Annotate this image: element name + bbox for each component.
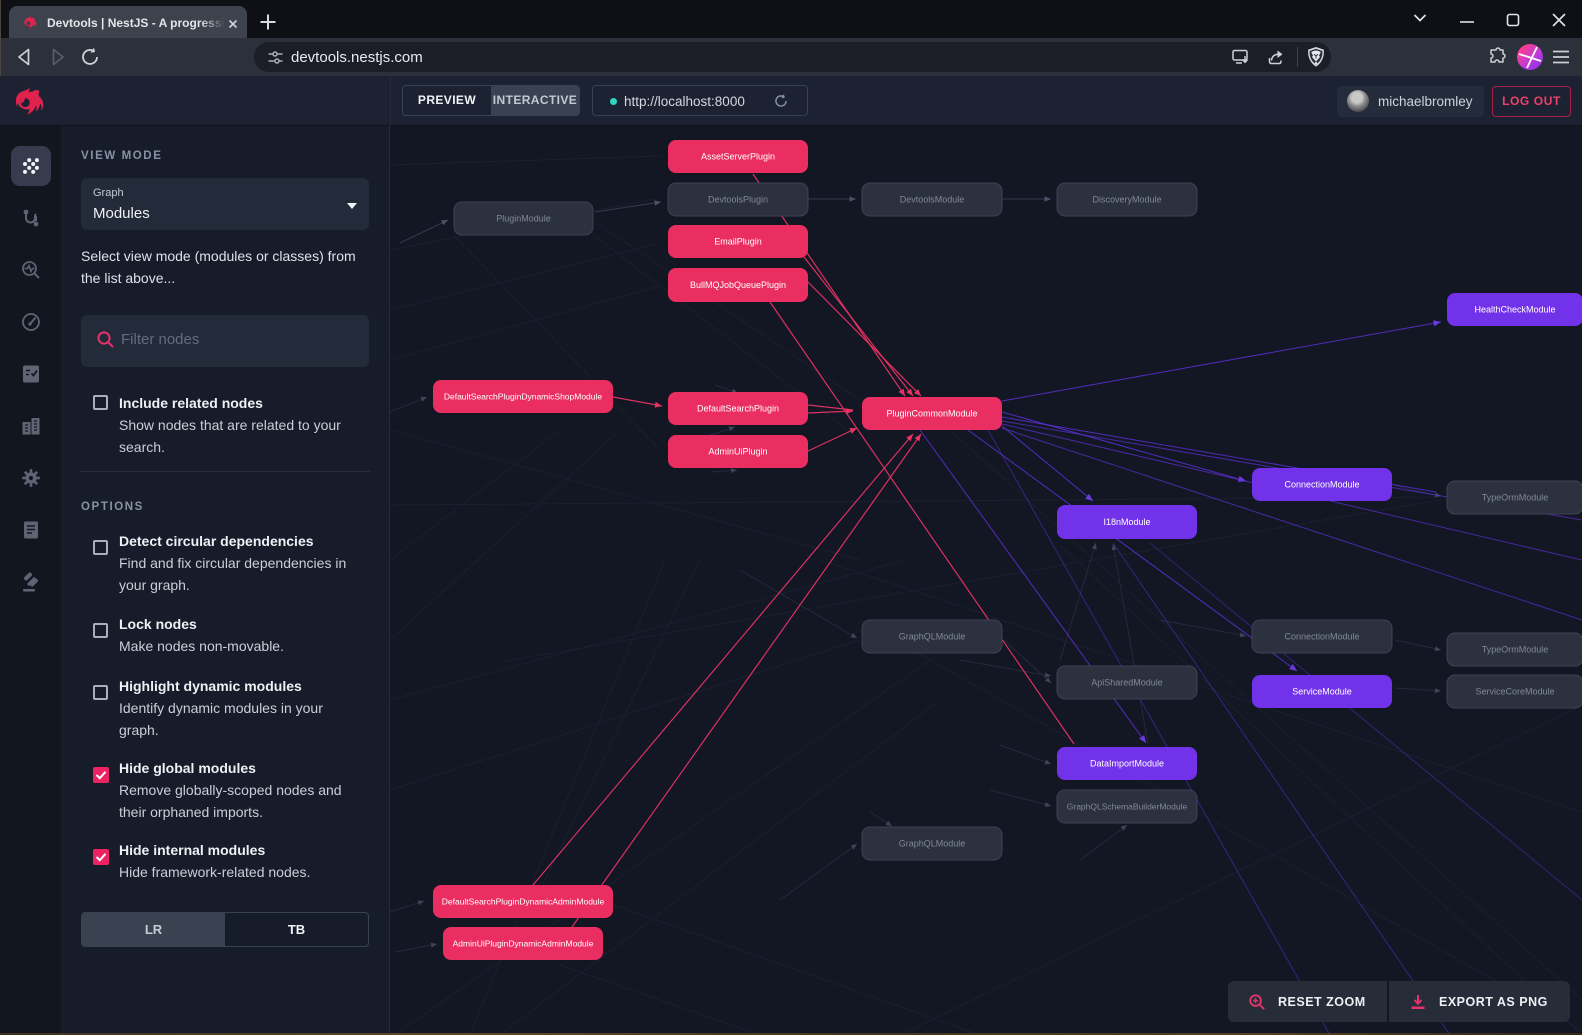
svg-text:ConnectionModule: ConnectionModule xyxy=(1284,480,1359,490)
svg-text:DefaultSearchPluginDynamicShop: DefaultSearchPluginDynamicShopModule xyxy=(444,392,603,402)
svg-text:ServiceModule: ServiceModule xyxy=(1292,687,1352,697)
svg-text:AssetServerPlugin: AssetServerPlugin xyxy=(701,152,775,162)
svg-text:DefaultSearchPlugin: DefaultSearchPlugin xyxy=(697,404,779,414)
svg-text:GraphQLSchemaBuilderModule: GraphQLSchemaBuilderModule xyxy=(1067,802,1188,812)
svg-text:DefaultSearchPluginDynamicAdmi: DefaultSearchPluginDynamicAdminModule xyxy=(442,897,605,907)
svg-text:PluginModule: PluginModule xyxy=(496,214,551,224)
svg-text:DataImportModule: DataImportModule xyxy=(1090,759,1164,769)
svg-text:HealthCheckModule: HealthCheckModule xyxy=(1474,305,1555,315)
svg-text:DevtoolsModule: DevtoolsModule xyxy=(900,195,965,205)
svg-text:PluginCommonModule: PluginCommonModule xyxy=(886,409,977,419)
svg-text:DevtoolsPlugin: DevtoolsPlugin xyxy=(708,195,768,205)
svg-text:AdminUiPlugin: AdminUiPlugin xyxy=(708,447,767,457)
svg-text:AdminUiPluginDynamicAdminModul: AdminUiPluginDynamicAdminModule xyxy=(453,939,594,949)
svg-text:EmailPlugin: EmailPlugin xyxy=(714,237,762,247)
svg-text:TypeOrmModule: TypeOrmModule xyxy=(1482,493,1549,503)
svg-text:ConnectionModule: ConnectionModule xyxy=(1284,632,1359,642)
svg-text:GraphQLModule: GraphQLModule xyxy=(899,839,966,849)
svg-text:BullMQJobQueuePlugin: BullMQJobQueuePlugin xyxy=(690,280,786,290)
svg-text:GraphQLModule: GraphQLModule xyxy=(899,632,966,642)
svg-text:TypeOrmModule: TypeOrmModule xyxy=(1482,645,1549,655)
svg-text:DiscoveryModule: DiscoveryModule xyxy=(1092,195,1161,205)
svg-text:ServiceCoreModule: ServiceCoreModule xyxy=(1475,687,1554,697)
svg-text:ApiSharedModule: ApiSharedModule xyxy=(1091,678,1163,688)
svg-text:I18nModule: I18nModule xyxy=(1103,517,1150,527)
